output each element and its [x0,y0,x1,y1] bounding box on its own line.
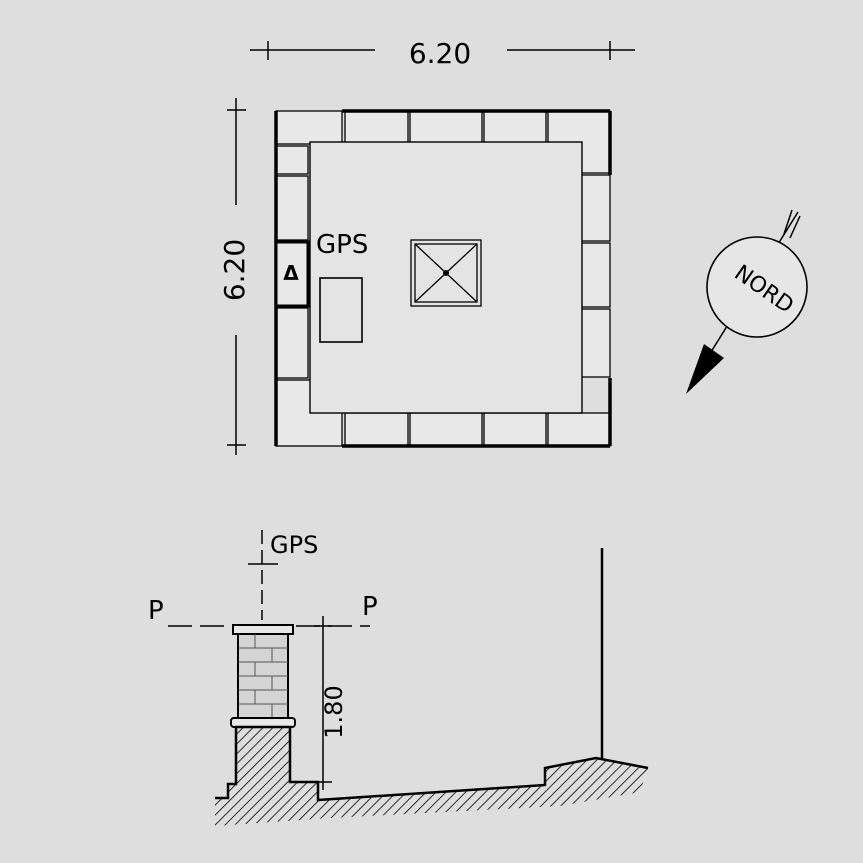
benchmark-triangle-icon: Δ [283,261,299,285]
pillar-center-mark [443,270,449,276]
ground-profile [215,725,649,802]
pillar-body [237,633,289,719]
width-dimension-label: 6.20 [409,37,471,70]
perimeter-wall [275,110,611,447]
width-dimension [250,41,635,60]
base-cap [230,717,296,728]
height-dimension [227,98,246,455]
height-dimension-label: 6.20 [218,239,251,301]
section-view: GPS P P [148,530,649,826]
p-right-label: P [362,592,378,622]
pillar-cap [232,624,294,635]
benchmark-block [274,240,310,308]
compass-circle [706,236,808,338]
instrument-pad [319,277,363,343]
section-height-label: 1.80 [320,685,348,738]
section-height-dimension [314,616,332,790]
p-left-label: P [148,596,164,626]
foundation-hatch [215,727,648,826]
plan-view: 6.20 6.20 [218,37,635,455]
plan-gps-label: GPS [316,230,368,260]
north-arrow-head-icon [686,344,724,394]
section-gps-label: GPS [270,531,318,559]
north-arrow: NORD [686,209,808,394]
